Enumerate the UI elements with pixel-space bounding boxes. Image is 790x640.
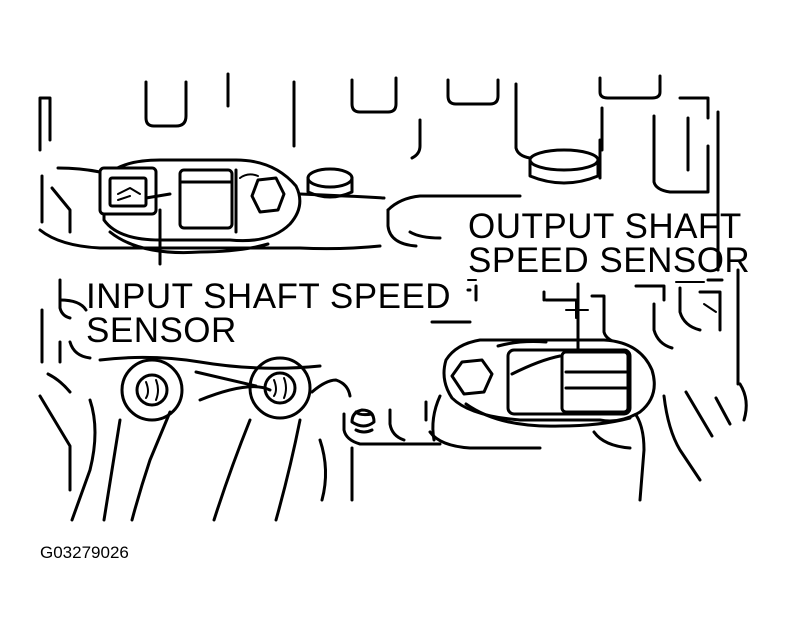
output-shaft-speed-sensor [442,282,656,428]
output-sensor-label-line1: OUTPUT SHAFT [468,207,742,246]
output-sensor-label-line2: SPEED SENSOR [468,241,750,280]
input-sensor-label-line1: INPUT SHAFT SPEED [86,277,451,316]
figure-code: G03279026 [40,543,129,562]
input-shaft-speed-sensor [98,158,302,266]
transmission-case [38,72,748,522]
output-sensor-label: OUTPUT SHAFT SPEED SENSOR [468,207,750,280]
input-sensor-label-line2: SENSOR [86,311,237,350]
input-sensor-label: INPUT SHAFT SPEED SENSOR [86,277,451,350]
